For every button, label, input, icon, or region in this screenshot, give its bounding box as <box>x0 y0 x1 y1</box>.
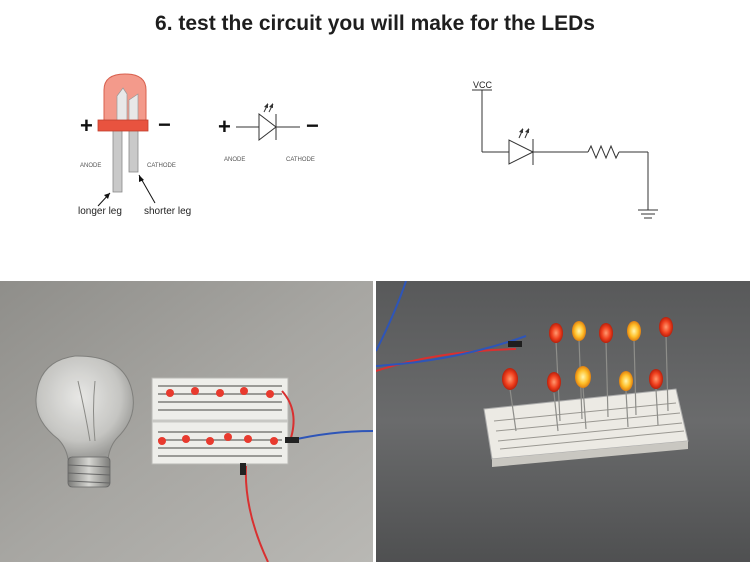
cathode-lead <box>128 129 139 173</box>
photo-right-illustration <box>376 281 750 562</box>
photo-lit-leds <box>376 281 750 562</box>
led-flange <box>97 119 149 132</box>
vcc-label: VCC <box>473 80 493 90</box>
symbol-minus-sign: − <box>306 113 319 138</box>
anode-label: ANODE <box>80 163 101 169</box>
symbol-anode-label: ANODE <box>224 157 245 163</box>
light-bulb <box>35 355 134 488</box>
circuit-schematic: VCC <box>472 80 658 219</box>
cathode-label: CATHODE <box>147 163 176 169</box>
led-drawing: + − ANODE CATHODE longer leg shorter leg <box>78 73 191 217</box>
longer-leg-arrowhead <box>104 193 110 199</box>
schematic-light-arrowhead-1 <box>519 128 523 133</box>
shorter-leg-arrowhead <box>139 175 144 182</box>
led-minus-sign: − <box>158 112 171 137</box>
led-symbol: + − ANODE CATHODE <box>218 103 319 163</box>
symbol-plus-sign: + <box>218 114 231 139</box>
led-plus-sign: + <box>80 113 93 138</box>
resistor-zigzag <box>587 144 620 160</box>
photo-left-illustration <box>0 281 373 562</box>
symbol-light-arrowhead-2 <box>269 103 273 108</box>
symbol-cathode-label: CATHODE <box>286 157 315 163</box>
breadboard-left <box>151 377 373 562</box>
leds-front-row <box>502 366 663 392</box>
symbol-light-arrowhead-1 <box>264 103 268 108</box>
longer-leg-label: longer leg <box>78 206 122 217</box>
leds-back-row <box>549 317 673 343</box>
anode-lead <box>112 129 123 193</box>
page-title: 6. test the circuit you will make for th… <box>155 12 595 35</box>
schematic-light-arrowhead-2 <box>525 128 529 133</box>
schematic-diode-triangle <box>508 139 535 165</box>
shorter-leg-label: shorter leg <box>144 206 191 217</box>
symbol-diode-triangle <box>258 112 277 142</box>
diagram-area: + − ANODE CATHODE longer leg shorter leg… <box>78 73 658 219</box>
photo-bulb-and-breadboard <box>0 281 373 562</box>
